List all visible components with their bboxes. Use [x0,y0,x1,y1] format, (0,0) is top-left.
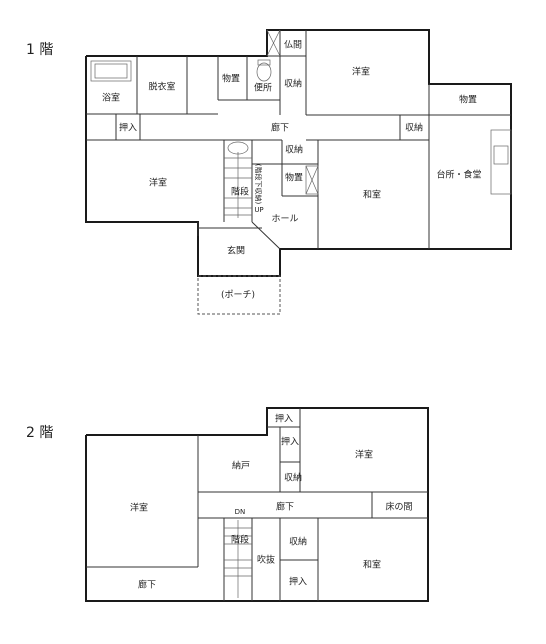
room-washitsu: 和室 [363,189,381,201]
kitchen-counter [490,129,512,195]
room-shuno-a: 収納 [284,78,302,90]
porch-outline [197,275,281,315]
room-monooki-c: 物置 [285,172,303,184]
floor2-labels: 押入 押入 洋室 納戸 収納 洋室 廊下 床の間 DN 階段 吹抜 収納 和室 … [130,413,413,591]
room2-shuno-b: 収納 [289,536,307,548]
room-kaidan: 階段 [231,186,249,198]
floor2-stairs [224,520,252,598]
floor2-plan [85,407,429,602]
room-shuno-b: 収納 [405,122,423,134]
floor2-outer-wall [85,407,429,602]
sink-icon [493,145,509,165]
room-yokushitsu: 浴室 [102,92,120,104]
room-monooki-b: 物置 [459,94,477,106]
room-daidokoro: 台所・食堂 [436,169,481,181]
floor1-labels: 仏間 洋室 物置 便所 収納 浴室 脱衣室 物置 押入 廊下 収納 洋室 収納 … [102,40,482,301]
room-benjo: 便所 [254,82,272,94]
room-oshiire: 押入 [119,122,137,134]
label-dn: DN [235,508,246,516]
room-datsuishitsu: 脱衣室 [148,81,175,93]
room-butsuma: 仏間 [284,40,302,51]
room2-oshiire-c: 押入 [289,576,307,588]
label-up: UP [254,206,263,214]
bathtub-icon [90,60,132,82]
room2-shuno-a: 収納 [284,472,302,484]
toilet-icon [256,62,272,82]
room-porch: (ポーチ) [221,290,255,301]
room2-oshiire-b: 押入 [281,436,299,448]
room-kaidan-shuno: (階段下収納) [254,164,263,205]
floor1-stairs [224,152,252,218]
room2-fukinuke: 吹抜 [257,554,275,566]
room2-yoshitsu-ne: 洋室 [355,449,373,461]
room-shuno-c: 収納 [285,144,303,156]
room-monooki-a: 物置 [222,73,240,85]
floor1-title: 1 階 [26,42,53,58]
room-hall: ホール [271,214,298,225]
room-roka: 廊下 [271,122,289,134]
room-yoshitsu-w: 洋室 [149,177,167,189]
room2-oshiire-a: 押入 [275,413,293,425]
room2-roka-b: 廊下 [138,579,156,591]
room2-kaidan: 階段 [231,534,249,546]
room-genkan: 玄関 [227,245,245,257]
room2-washitsu: 和室 [363,559,381,571]
floor1-plan [85,29,512,315]
room-yoshitsu-ne: 洋室 [352,66,370,78]
room2-yoshitsu-w: 洋室 [130,502,148,514]
room2-roka: 廊下 [276,501,294,513]
room2-nando: 納戸 [232,460,250,472]
floor2-title: 2 階 [26,425,53,441]
room2-tokonoma: 床の間 [385,501,412,513]
